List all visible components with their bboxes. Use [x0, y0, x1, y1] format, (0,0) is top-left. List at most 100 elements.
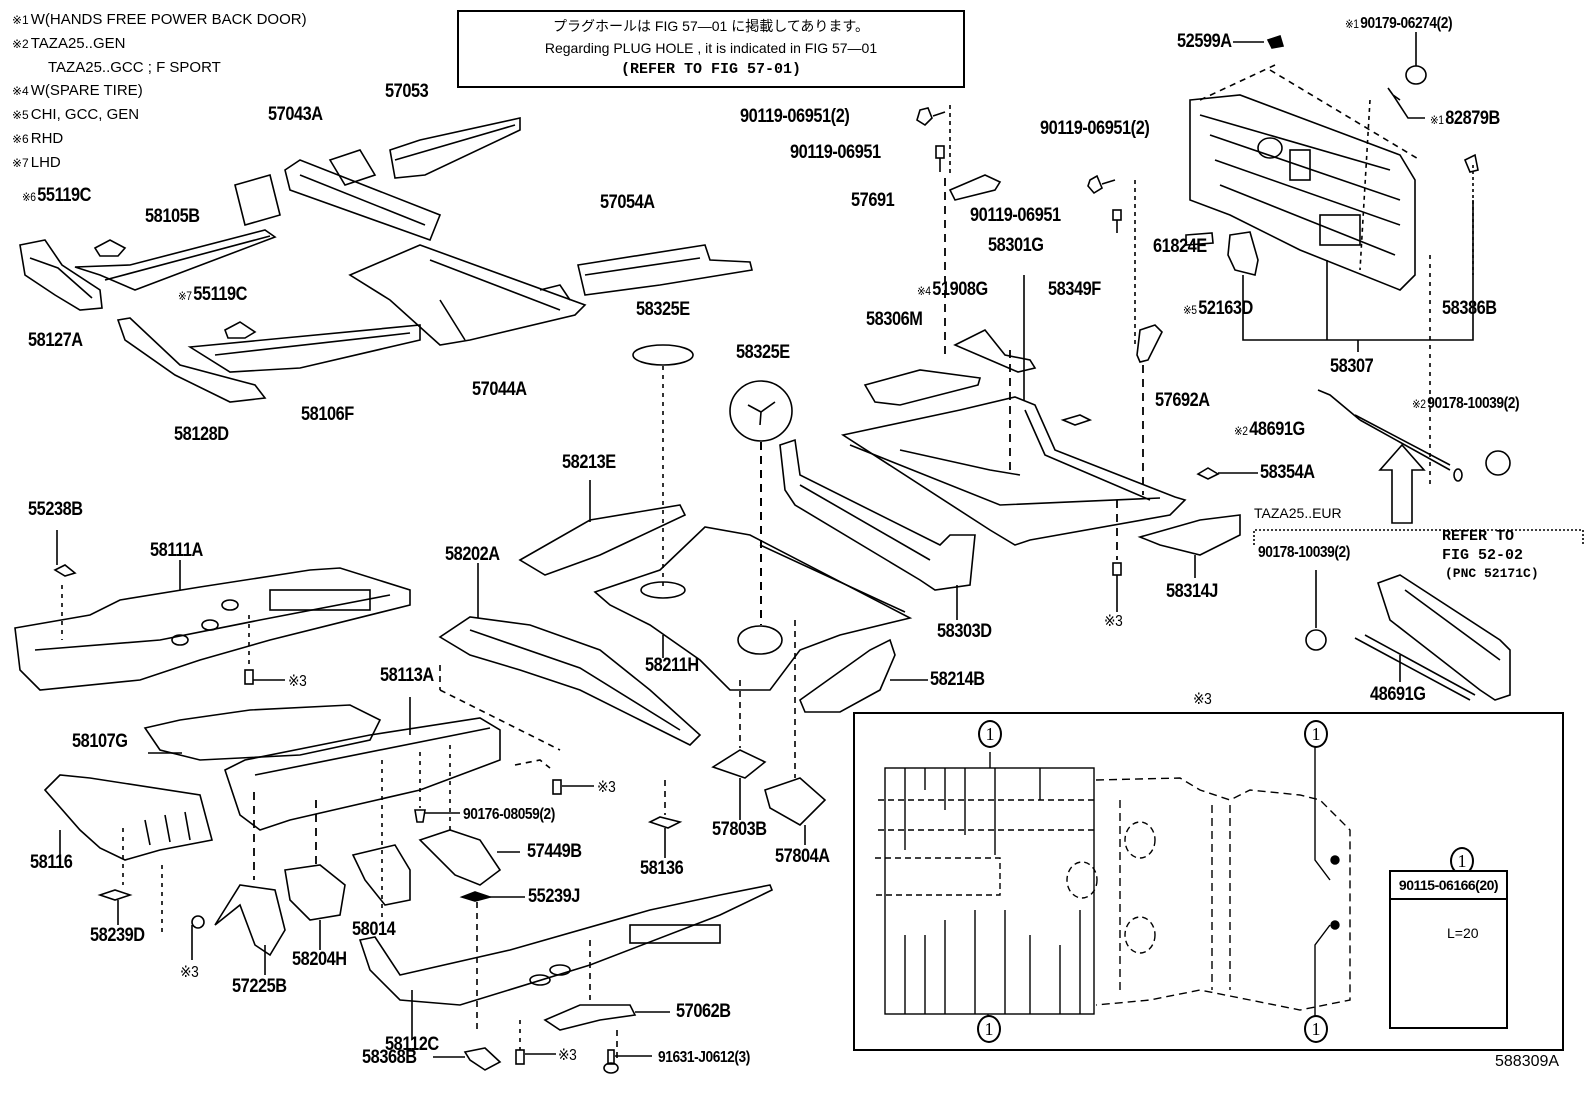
part-shape-bolt — [191, 915, 205, 929]
part-label-58306m[interactable]: 58306M — [866, 309, 923, 330]
part-label-58111a[interactable]: 58111A — [150, 540, 203, 561]
part-label-55119c-lhd[interactable]: ※755119C — [178, 284, 248, 305]
part-label-58105b[interactable]: 58105B — [145, 206, 200, 227]
part-shape-58368b — [463, 1047, 502, 1071]
notice-reference-link[interactable]: (REFER TO FIG 57-01) — [620, 61, 802, 78]
legend-note: TAZA25..GCC ; F SPORT — [48, 59, 221, 76]
part-label-58213e[interactable]: 58213E — [562, 452, 616, 473]
part-label-61824e[interactable]: 61824E — [1153, 236, 1207, 257]
refer-fig-link[interactable]: FIG 52-02 — [1442, 547, 1524, 564]
part-label-48691g[interactable]: 48691G — [1370, 684, 1426, 705]
part-label-90119-06951-b[interactable]: 90119-06951 — [970, 205, 1061, 226]
part-shape-55238b — [53, 564, 77, 577]
part-label-58349f[interactable]: 58349F — [1048, 279, 1101, 300]
part-label-90119-06951-2b[interactable]: 90119-06951(2) — [1040, 118, 1150, 139]
part-label-57692a[interactable]: 57692A — [1155, 390, 1210, 411]
part-label-57225b[interactable]: 57225B — [232, 976, 287, 997]
part-label-51908g[interactable]: ※451908G — [917, 279, 988, 300]
part-label-57691[interactable]: 57691 — [851, 190, 895, 211]
part-shape-90178-nut — [1305, 629, 1327, 651]
part-label-52599a[interactable]: 52599A — [1177, 31, 1232, 52]
callout-1[interactable]: 1 — [1304, 720, 1328, 748]
part-shape-57804a — [764, 777, 827, 826]
detail-floor-outline — [875, 745, 1351, 1030]
part-label-58214b[interactable]: 58214B — [930, 669, 985, 690]
ref3-marker: ※3 — [597, 779, 616, 796]
part-shape-58136 — [647, 816, 683, 829]
part-shape-57803b — [711, 749, 767, 779]
part-label-58314j[interactable]: 58314J — [1166, 581, 1218, 602]
part-label-90178-10039-eur[interactable]: 90178-10039(2) — [1258, 544, 1350, 561]
part-label-91631-j0612[interactable]: 91631-J0612(3) — [658, 1049, 750, 1066]
part-label-90119-06951-a[interactable]: 90119-06951 — [790, 142, 881, 163]
part-shape-bolt — [515, 1049, 525, 1065]
part-label-82879b[interactable]: ※182879B — [1430, 108, 1500, 129]
part-shape-58014 — [351, 844, 411, 906]
callout-1[interactable]: 1 — [1304, 1015, 1328, 1043]
part-label-57054a[interactable]: 57054A — [600, 192, 655, 213]
part-shape-55239j — [459, 891, 493, 902]
bolt-part-number[interactable]: 90115-06166(20) — [1391, 872, 1506, 900]
plug-hole-notice: プラグホールは FIG 57―01 に掲載してあります。 Regarding P… — [457, 10, 965, 88]
callout-1[interactable]: 1 — [977, 1015, 1001, 1043]
part-label-58014[interactable]: 58014 — [352, 919, 396, 940]
part-label-58202a[interactable]: 58202A — [445, 544, 500, 565]
part-label-55239j[interactable]: 55239J — [528, 886, 580, 907]
part-shape-52171c — [1377, 574, 1511, 701]
part-label-58386b[interactable]: 58386B — [1442, 298, 1497, 319]
part-label-58211h[interactable]: 58211H — [645, 655, 699, 676]
part-shape-55119c-rhd — [93, 239, 127, 257]
part-shape-57691 — [948, 174, 1002, 201]
part-label-58113a[interactable]: 58113A — [380, 665, 434, 686]
part-shape-58204h — [284, 864, 346, 921]
part-shape-52599a — [1266, 34, 1285, 49]
part-label-58204h[interactable]: 58204H — [292, 949, 347, 970]
part-label-58106f[interactable]: 58106F — [301, 404, 354, 425]
part-shape-61824e — [1185, 232, 1214, 246]
part-shape-bolt — [1112, 562, 1122, 576]
part-shape-51908g — [953, 328, 1037, 373]
part-label-58301g[interactable]: 58301G — [988, 235, 1044, 256]
part-label-58239d[interactable]: 58239D — [90, 925, 145, 946]
part-label-58127a[interactable]: 58127A — [28, 330, 83, 351]
part-label-58107g[interactable]: 58107G — [72, 731, 128, 752]
part-shape-52163d — [1227, 231, 1259, 276]
part-label-58307[interactable]: 58307 — [1330, 356, 1374, 377]
part-shape-bolt-head — [603, 1062, 619, 1074]
part-label-90119-06951-2a[interactable]: 90119-06951(2) — [740, 106, 850, 127]
part-label-57043a[interactable]: 57043A — [268, 104, 323, 125]
part-label-58116[interactable]: 58116 — [30, 852, 73, 873]
part-label-57053[interactable]: 57053 — [385, 81, 429, 102]
leader-dash — [514, 759, 551, 769]
ref3-marker: ※3 — [288, 673, 307, 690]
eur-variant-label: TAZA25..EUR — [1254, 505, 1342, 521]
part-label-58325e-a[interactable]: 58325E — [636, 299, 690, 320]
part-shape-58116 — [43, 774, 213, 861]
part-label-58128d[interactable]: 58128D — [174, 424, 229, 445]
part-label-58354a[interactable]: 58354A — [1260, 462, 1315, 483]
part-shape-58325e-b — [729, 380, 793, 442]
part-label-57044a[interactable]: 57044A — [472, 379, 527, 400]
part-label-52163d[interactable]: ※552163D — [1183, 298, 1253, 319]
part-label-58368b[interactable]: 58368B — [362, 1047, 417, 1068]
part-shape-57062b — [543, 1004, 637, 1031]
part-shape-55119c-lhd — [224, 321, 257, 339]
part-label-57803b[interactable]: 57803B — [712, 819, 767, 840]
part-label-55238b[interactable]: 55238B — [28, 499, 83, 520]
callout-1[interactable]: 1 — [978, 720, 1002, 748]
part-label-58112c[interactable]: 58112C — [385, 1034, 439, 1055]
part-label-48691g-upper[interactable]: ※248691G — [1234, 419, 1305, 440]
part-label-57062b[interactable]: 57062B — [676, 1001, 731, 1022]
part-label-57804a[interactable]: 57804A — [775, 846, 830, 867]
part-label-57449b[interactable]: 57449B — [527, 841, 582, 862]
part-label-58136[interactable]: 58136 — [640, 858, 684, 879]
part-label-58325e-b[interactable]: 58325E — [736, 342, 790, 363]
part-label-58303d[interactable]: 58303D — [937, 621, 992, 642]
part-label-90176-08059[interactable]: 90176-08059(2) — [463, 806, 555, 823]
part-label-55119c-rhd[interactable]: ※655119C — [22, 185, 92, 206]
